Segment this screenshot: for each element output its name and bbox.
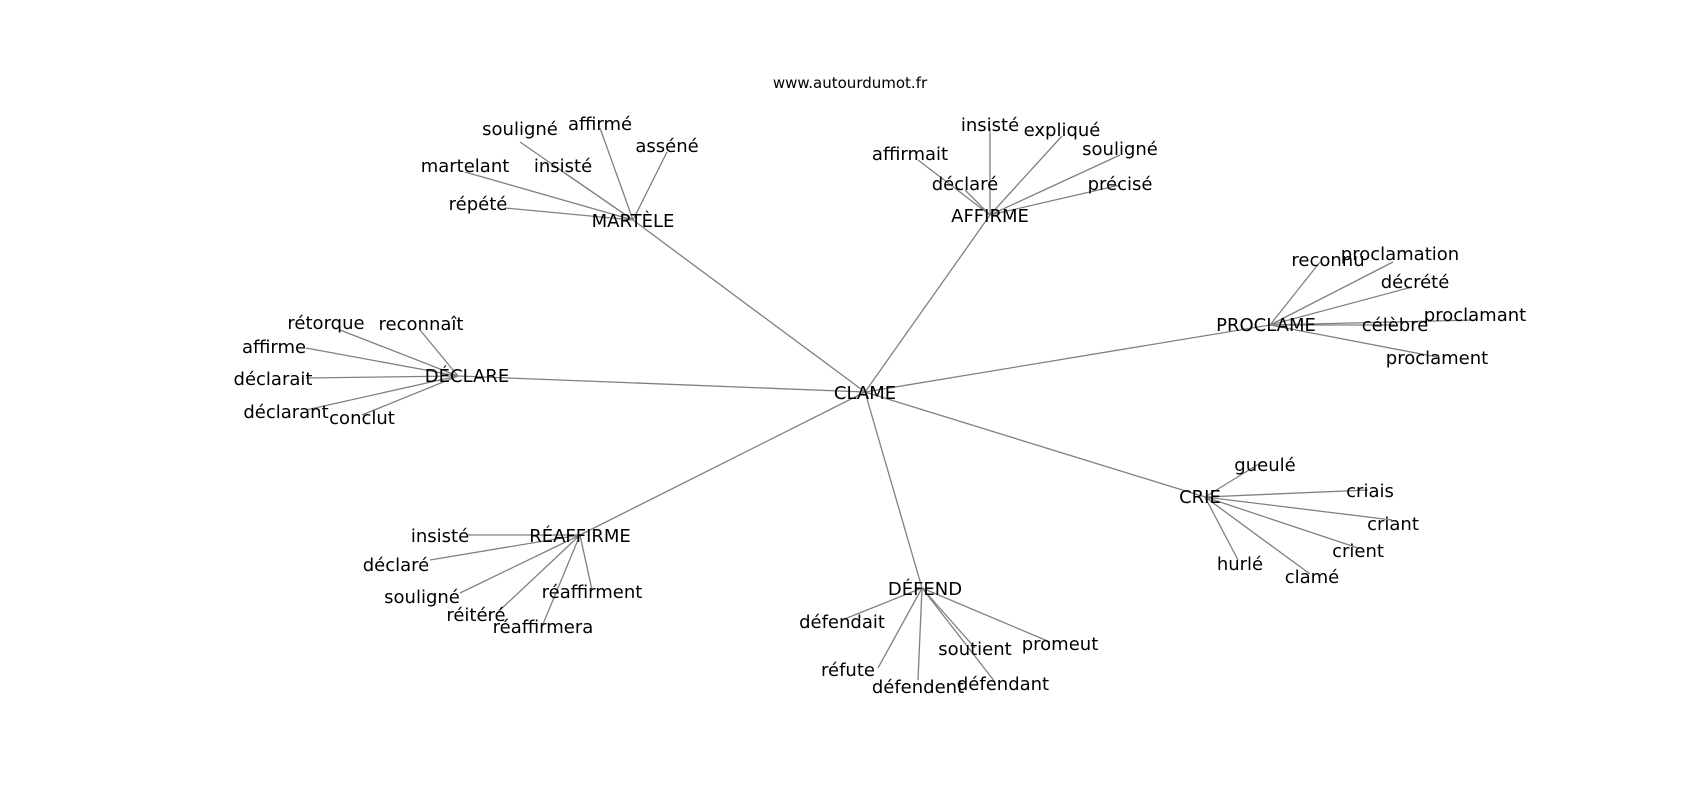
edge-center-hub xyxy=(864,391,1206,498)
leaf-word[interactable]: défendent xyxy=(872,677,964,698)
edge-hub-leaf xyxy=(542,534,581,625)
edge-hub-leaf xyxy=(419,329,459,377)
leaf-word[interactable]: défendait xyxy=(799,612,885,633)
edge-center-hub xyxy=(457,375,866,393)
leaf-word[interactable]: insisté xyxy=(411,526,469,547)
graph-edges xyxy=(305,127,1476,683)
edge-center-hub xyxy=(864,324,1271,393)
edge-hub-leaf xyxy=(504,207,634,221)
leaf-word[interactable]: affirme xyxy=(242,337,306,358)
leaf-word[interactable]: décrété xyxy=(1381,272,1450,293)
leaf-word[interactable]: clamé xyxy=(1285,567,1340,588)
leaf-word[interactable]: hurlé xyxy=(1217,554,1263,575)
center-word[interactable]: CLAME xyxy=(834,383,896,404)
leaf-word[interactable]: célèbre xyxy=(1362,315,1429,336)
leaf-word[interactable]: insisté xyxy=(961,115,1019,136)
leaf-word[interactable]: conclut xyxy=(329,408,395,429)
leaf-word[interactable]: affirmé xyxy=(568,114,632,135)
edge-hub-leaf xyxy=(964,189,991,216)
edge-hub-leaf xyxy=(921,587,996,683)
leaf-word[interactable]: réfute xyxy=(821,660,875,681)
edge-hub-leaf xyxy=(1269,319,1476,326)
hub-word[interactable]: MARTÈLE xyxy=(592,210,675,232)
edge-hub-leaf xyxy=(459,534,581,594)
leaf-word[interactable]: insisté xyxy=(534,156,592,177)
edge-hub-leaf xyxy=(562,171,634,221)
hub-word[interactable]: DÉCLARE xyxy=(425,365,509,387)
edge-hub-leaf xyxy=(1204,461,1263,498)
leaf-word[interactable]: criais xyxy=(1346,481,1394,502)
hub-word[interactable]: RÉAFFIRME xyxy=(529,525,631,547)
hub-word[interactable]: CRIE xyxy=(1179,487,1221,508)
edge-hub-leaf xyxy=(339,329,459,377)
edge-hub-leaf xyxy=(1204,496,1311,575)
leaf-word[interactable]: soutient xyxy=(938,639,1011,660)
edge-hub-leaf xyxy=(841,587,923,621)
leaf-word[interactable]: proclamant xyxy=(1424,305,1526,326)
leaf-word[interactable]: martelant xyxy=(421,156,510,177)
edge-hub-leaf xyxy=(989,135,1063,216)
leaf-word[interactable]: reconnu xyxy=(1291,250,1364,271)
edge-hub-leaf xyxy=(361,375,459,416)
edge-hub-leaf xyxy=(1204,496,1239,561)
edge-hub-leaf xyxy=(989,184,1121,216)
edge-hub-leaf xyxy=(464,171,634,221)
hub-word[interactable]: AFFIRME xyxy=(951,206,1029,227)
leaf-word[interactable]: crient xyxy=(1332,541,1384,562)
edge-hub-leaf xyxy=(305,375,459,411)
leaf-word[interactable]: promeut xyxy=(1022,634,1099,655)
edge-hub-leaf xyxy=(1269,261,1394,326)
leaf-word[interactable]: répété xyxy=(449,194,508,215)
leaf-word[interactable]: réaffirmera xyxy=(493,617,594,638)
edge-hub-leaf xyxy=(632,151,668,221)
edge-hub-leaf xyxy=(1204,496,1359,549)
edge-hub-leaf xyxy=(305,347,459,377)
leaf-word[interactable]: réitéré xyxy=(446,605,505,626)
edge-hub-leaf xyxy=(1269,261,1321,326)
edge-hub-leaf xyxy=(1204,489,1369,498)
edge-center-hub xyxy=(864,391,923,589)
edge-hub-leaf xyxy=(921,587,1051,643)
site-url: www.autourdumot.fr xyxy=(773,74,928,92)
edge-hub-leaf xyxy=(1269,286,1413,326)
edge-hub-leaf xyxy=(1204,496,1393,521)
leaf-word[interactable]: souligné xyxy=(384,587,460,608)
leaf-word[interactable]: déclaré xyxy=(932,174,999,195)
leaf-word[interactable]: asséné xyxy=(635,136,698,157)
leaf-word[interactable]: réaffirment xyxy=(542,582,643,603)
leaf-word[interactable]: déclarant xyxy=(243,402,328,423)
edge-hub-leaf xyxy=(917,587,923,681)
edge-center-hub xyxy=(579,391,866,536)
edge-hub-leaf xyxy=(497,534,581,613)
edge-hub-leaf xyxy=(877,587,923,669)
leaf-word[interactable]: gueulé xyxy=(1234,455,1295,476)
leaf-word[interactable]: souligné xyxy=(482,119,558,140)
leaf-word[interactable]: rétorque xyxy=(287,313,364,334)
leaf-word[interactable]: affirmait xyxy=(872,144,948,165)
edge-center-hub xyxy=(864,214,991,393)
edge-center-hub xyxy=(632,219,866,393)
edge-hub-leaf xyxy=(1269,324,1438,358)
edge-hub-leaf xyxy=(917,159,991,216)
edge-hub-leaf xyxy=(599,127,634,221)
leaf-word[interactable]: criant xyxy=(1367,514,1419,535)
leaf-word[interactable]: proclament xyxy=(1386,348,1488,369)
edge-hub-leaf xyxy=(579,534,593,591)
leaf-word[interactable]: déclaré xyxy=(363,555,430,576)
edge-hub-leaf xyxy=(429,534,581,561)
edge-hub-leaf xyxy=(921,587,976,649)
leaf-word[interactable]: précisé xyxy=(1088,174,1153,195)
edge-hub-leaf xyxy=(989,154,1121,216)
leaf-word[interactable]: déclarait xyxy=(234,369,313,390)
leaf-word[interactable]: expliqué xyxy=(1024,120,1101,141)
leaf-word[interactable]: défendant xyxy=(957,674,1049,695)
leaf-word[interactable]: reconnaît xyxy=(379,314,464,335)
edge-hub-leaf xyxy=(305,375,459,379)
leaf-word[interactable]: proclamation xyxy=(1341,244,1459,265)
hub-word[interactable]: PROCLAME xyxy=(1216,315,1316,336)
leaf-word[interactable]: souligné xyxy=(1082,139,1158,160)
hub-word[interactable]: DÉFEND xyxy=(888,578,962,600)
